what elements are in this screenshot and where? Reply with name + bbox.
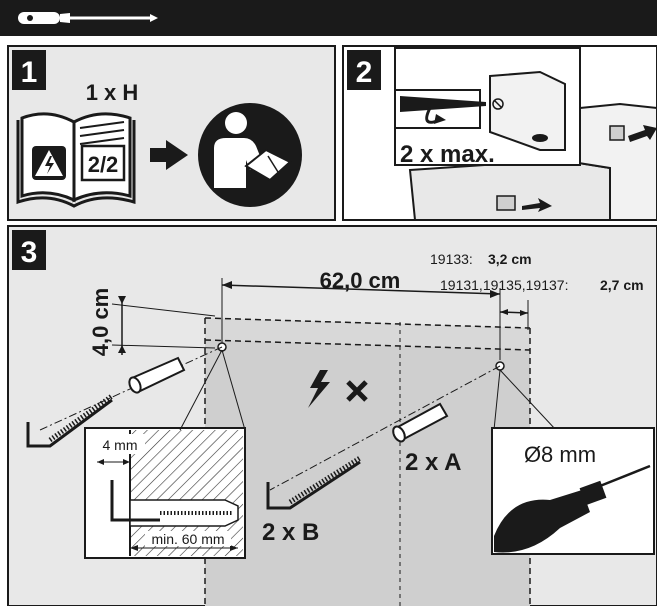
drill-detail: Ø8 mm: [491, 427, 655, 555]
min-depth-label: min. 60 mm: [151, 531, 224, 547]
offset-dimension: 19133: 3,2 cm 19131,19135,19137: 2,7 cm: [430, 251, 644, 330]
part-a-label: 2 x A: [405, 449, 461, 476]
height-dimension: 4,0 cm: [88, 288, 216, 357]
manual-page-label: 2/2: [88, 152, 119, 177]
screwdriver-icon: [18, 12, 158, 24]
read-manual-icon: [198, 103, 302, 207]
hook-screw-left: [26, 393, 114, 448]
arrow-right-icon: [150, 140, 188, 170]
header-bar: [0, 0, 657, 36]
dowel-left: [128, 356, 186, 394]
step-1-panel: 1 1 x H 2/2: [7, 45, 336, 221]
no-electric-icon: [308, 370, 368, 408]
warning-electric-icon: [32, 146, 66, 180]
spacing-label: 62,0 cm: [320, 268, 401, 293]
step-1-number: 1: [21, 56, 38, 89]
offset-b-models: 19131,19135,19137:: [440, 277, 568, 293]
step-3-number: 3: [21, 236, 38, 269]
manual-book-icon: 2/2: [16, 112, 136, 208]
screwdriver-icon: [400, 96, 486, 124]
drill-size-label: Ø8 mm: [524, 442, 596, 467]
spacing-dimension: 62,0 cm: [221, 268, 501, 360]
step-3-panel: 3 62,0 cm 19133: 3,2 cm: [7, 225, 657, 606]
hook-screw-right: [266, 455, 362, 510]
max-turns-label: 2 x max.: [400, 141, 495, 168]
part-b-label: 2 x B: [262, 519, 319, 546]
wall-section-detail: 4 mm min. 60 mm: [84, 427, 246, 559]
depth-detail-label: 4 mm: [103, 437, 138, 453]
dowel-right: [392, 402, 449, 443]
arrow-right-icon: [628, 125, 657, 142]
step-2-number: 2: [356, 56, 373, 89]
quantity-label: 1 x H: [86, 80, 139, 105]
arrow-right-icon: [522, 198, 552, 212]
step-2-panel: 2 2 x max.: [342, 45, 657, 221]
cabinet-outline: [204, 317, 531, 606]
offset-a-models: 19133:: [430, 251, 473, 267]
drill-icon: [494, 464, 651, 553]
offset-b-value: 2,7 cm: [600, 277, 644, 293]
offset-a-value: 3,2 cm: [488, 251, 532, 267]
height-label: 4,0 cm: [88, 288, 113, 357]
